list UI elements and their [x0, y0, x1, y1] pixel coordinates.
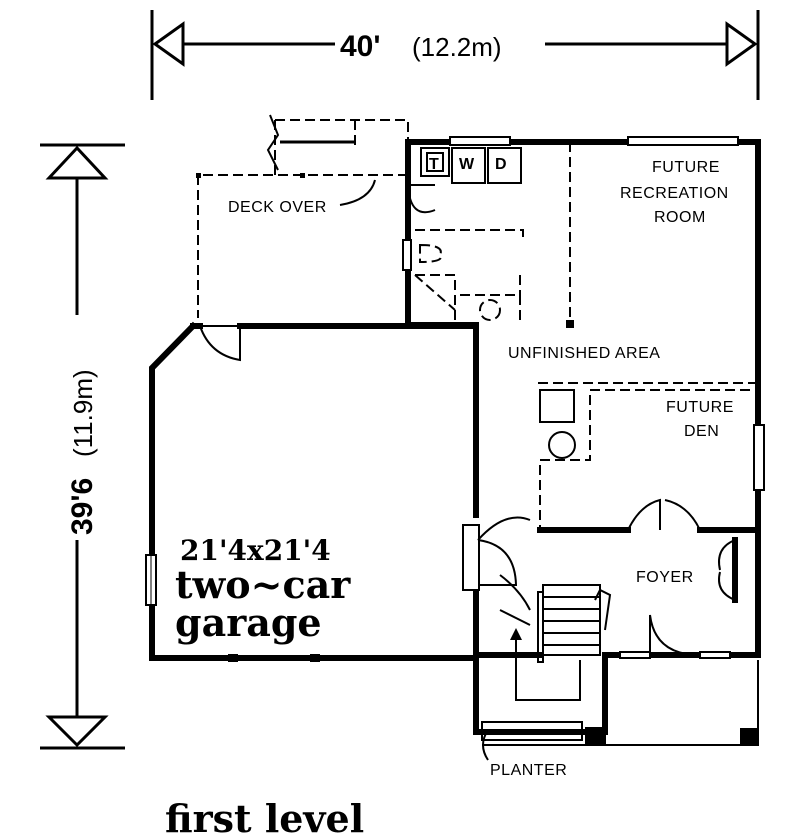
deck-outline: DECK OVER	[196, 114, 409, 318]
den-label-2: DEN	[684, 423, 719, 440]
width-label: 40'	[340, 30, 381, 63]
planter-label: PLANTER	[490, 762, 567, 779]
depth-dimension: 39'6 (11.9m)	[40, 143, 125, 750]
washer-label: W	[459, 156, 475, 173]
garage-size-label: 21'4x21'4	[180, 534, 331, 567]
foyer-label: FOYER	[636, 569, 694, 586]
toilet-label: T	[429, 156, 439, 173]
depth-label: 39'6	[66, 478, 99, 535]
recreation-label-1: FUTURE	[652, 159, 720, 176]
garage-name-line1: two~car	[175, 562, 351, 607]
unfinished-area-label: UNFINISHED AREA	[508, 345, 660, 362]
garage: 21'4x21'4 two~car garage	[145, 321, 479, 662]
foyer: FOYER	[499, 498, 761, 701]
porch: PLANTER	[481, 660, 759, 779]
den-label-1: FUTURE	[666, 399, 734, 416]
garage-name-line2: garage	[175, 600, 322, 645]
recreation-label-2: RECREATION	[620, 185, 729, 202]
recreation-label-3: ROOM	[654, 209, 706, 226]
width-metric-label: (12.2m)	[412, 32, 502, 62]
toilet-fixture	[420, 147, 450, 177]
dryer-fixture	[487, 147, 522, 184]
deck-label: DECK OVER	[228, 199, 327, 216]
level-caption: first level	[165, 796, 364, 840]
washer-fixture	[451, 147, 486, 184]
house-walls	[402, 136, 765, 735]
laundry-area: T W D	[414, 147, 524, 325]
den-outline	[535, 382, 758, 530]
dryer-label: D	[495, 156, 507, 173]
width-dimension: 40' (12.2m)	[150, 10, 760, 100]
depth-metric-label: (11.9m)	[68, 369, 98, 457]
